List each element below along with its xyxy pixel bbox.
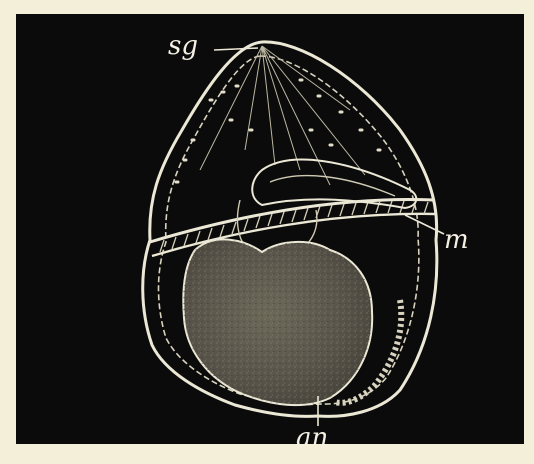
label-m: m [444, 225, 469, 255]
label-an: an [296, 423, 328, 453]
label-sg: sg [168, 31, 198, 61]
